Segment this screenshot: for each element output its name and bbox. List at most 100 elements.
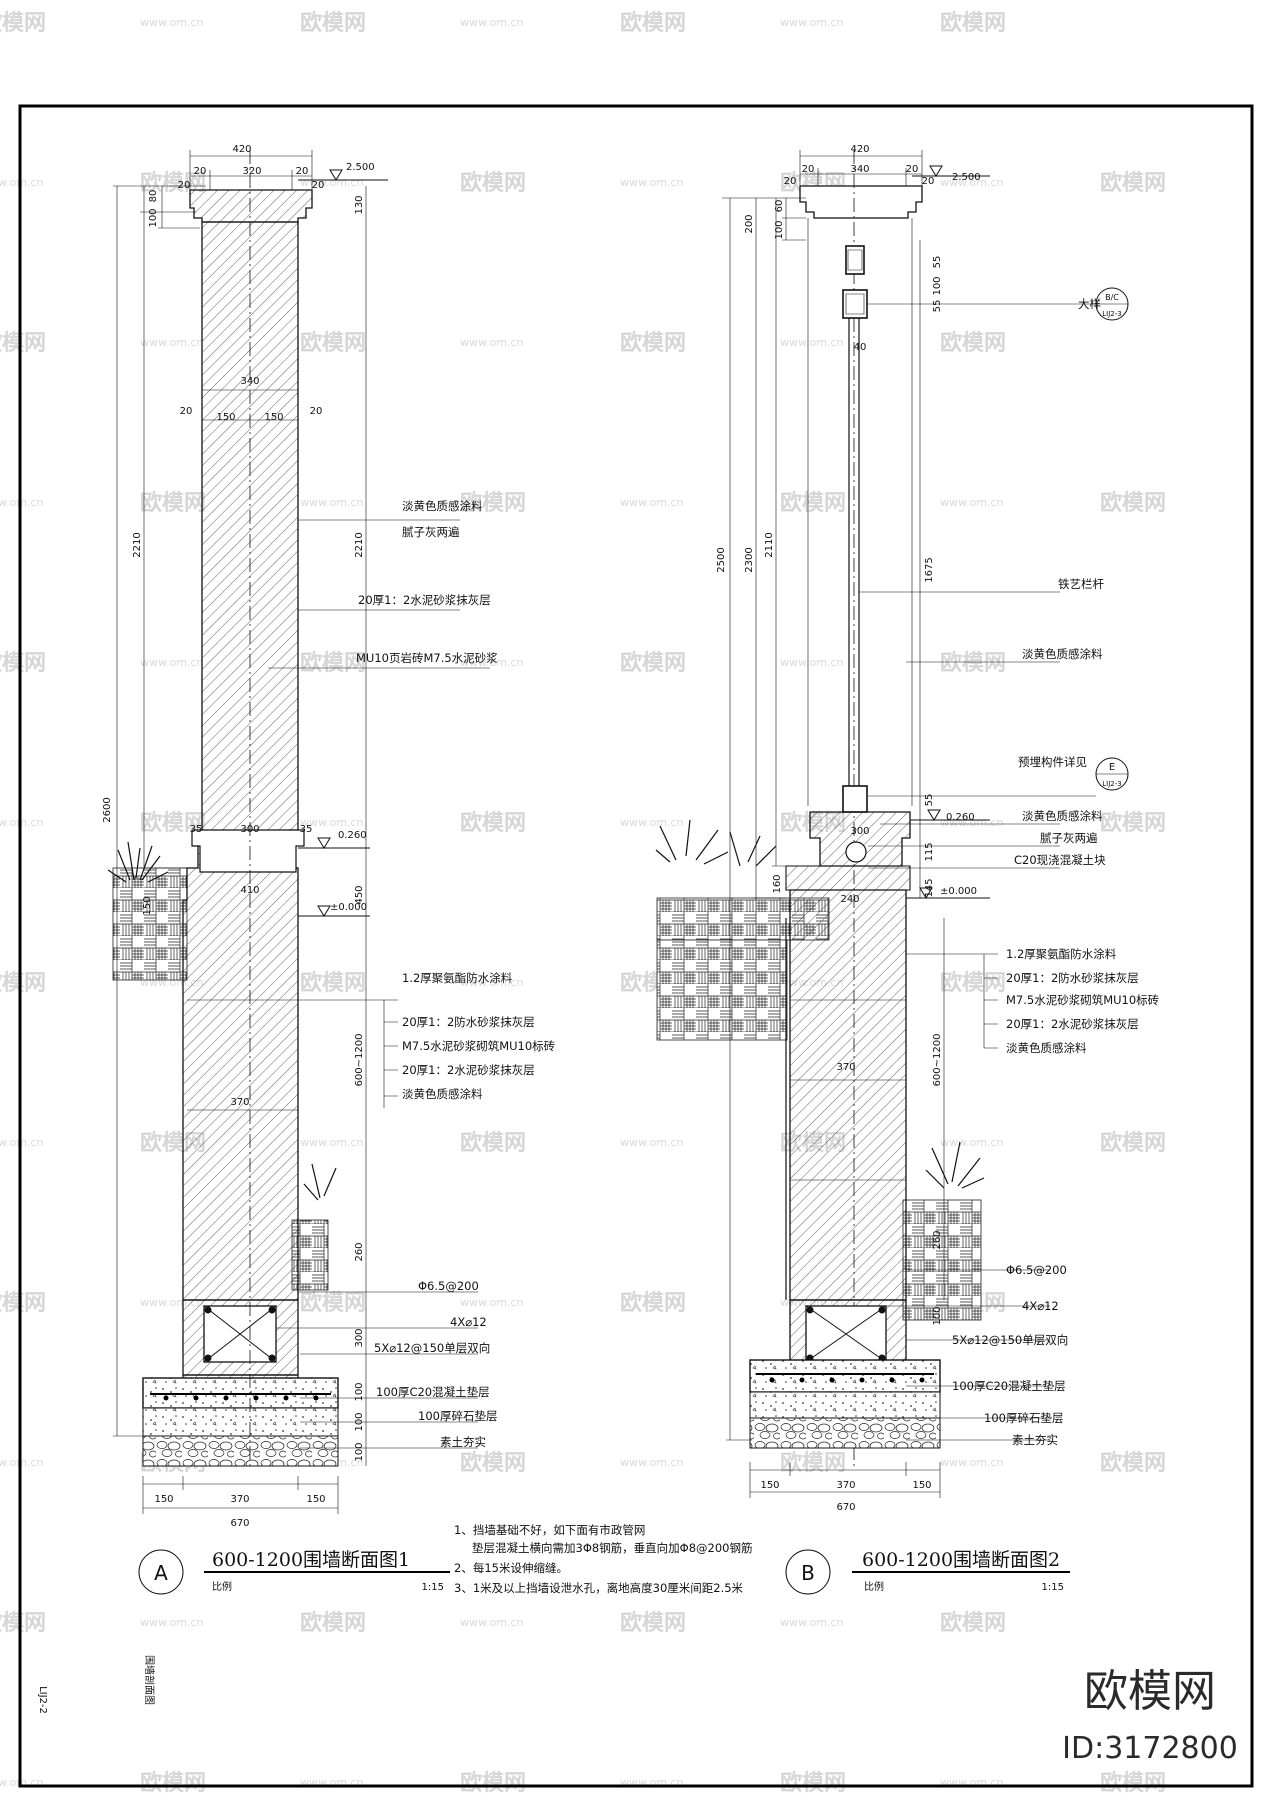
dim-b-right: 600~1200 [932, 1034, 943, 1087]
watermark-url: www.om.cn [460, 656, 523, 669]
label-b-found: 100厚碎石垫层 [984, 1411, 1063, 1425]
label-b-found: Φ6.5@200 [1006, 1263, 1067, 1277]
dim-a-right: 600~1200 [354, 1034, 365, 1087]
section-b-drawing [655, 150, 1129, 1595]
dim-a-mid: 150 [142, 896, 153, 915]
dim-a-mid: 340 [240, 376, 259, 387]
watermark-logo: 欧模网 [460, 170, 526, 196]
watermark-logo: 欧模网 [620, 1290, 686, 1316]
dim-b-side: 2300 [744, 547, 755, 572]
dim-b-mid: 1675 [924, 557, 935, 582]
sheet-label: LIJ2-2 围墙剖面图 [37, 1655, 156, 1714]
watermark-url: www.om.cn [300, 1136, 363, 1149]
dim-b-mid: 55 [932, 300, 943, 313]
section-a-drawing [107, 150, 490, 1595]
watermark-url: www.om.cn [780, 656, 843, 669]
watermark-logo: 欧模网 [300, 650, 366, 676]
dim-a-mid: 300 [240, 824, 259, 835]
watermark-logo: 欧模网 [300, 1610, 366, 1636]
dim-a-mid: 35 [190, 824, 203, 835]
dim-b-mid: 160 [772, 874, 783, 893]
dim-a-mid: 410 [240, 885, 259, 896]
sheet-code: LIJ2-2 [37, 1686, 48, 1714]
dim-b-mid: 100 [932, 1306, 943, 1325]
watermark-url: www.om.cn [780, 16, 843, 29]
label-b-lower: M7.5水泥砂浆砌筑MU10标砖 [1006, 993, 1160, 1007]
watermark-logo: 欧模网 [300, 10, 366, 36]
dim-b-mid: 145 [924, 878, 935, 897]
dim-a-mid: 370 [230, 1097, 249, 1108]
dim-a-mid: 150 [264, 412, 283, 423]
dim-b-mid: 100 [932, 276, 943, 295]
watermark-logo: 欧模网 [460, 810, 526, 836]
dim-a-mid: 300 [354, 1328, 365, 1347]
dim-b-bottom: 670 [836, 1502, 855, 1513]
dim-a-mid: 100 [354, 1442, 365, 1461]
dim-b-mid: 240 [840, 894, 859, 905]
watermark-logo: 欧模网 [0, 970, 46, 996]
label-b-found: 4X⌀12 [1022, 1299, 1059, 1313]
watermark-url: www.om.cn [460, 16, 523, 29]
label-b-cap: C20现浇混凝土块 [1014, 853, 1106, 867]
note-1b: 垫层混凝土横向需加3Φ8钢筋，垂直向加Φ8@200钢筋 [472, 1541, 753, 1555]
dim-b-mid: 115 [924, 842, 935, 861]
label-b-cap: 腻子灰两遍 [1040, 831, 1098, 845]
label-b-cap: 淡黄色质感涂料 [1022, 809, 1103, 823]
watermark-logo: 欧模网 [1100, 1770, 1166, 1796]
callout-b-embed-top: E [1109, 762, 1115, 773]
watermark-logo: 欧模网 [1100, 1130, 1166, 1156]
dim-b-mid: 300 [850, 826, 869, 837]
dim-b-mid: 260 [932, 1230, 943, 1249]
watermark-logo: 欧模网 [620, 330, 686, 356]
dim-b-side: 100 [774, 220, 785, 239]
watermark-logo: 欧模网 [0, 1610, 46, 1636]
label-a-lower: 20厚1：2防水砂浆抹灰层 [402, 1015, 535, 1029]
watermark-url: www.om.cn [0, 1136, 43, 1149]
watermark-url: www.om.cn [300, 816, 363, 829]
watermark-logo: 欧模网 [460, 490, 526, 516]
watermark-url: www.om.cn [300, 176, 363, 189]
watermark-url: www.om.cn [0, 176, 43, 189]
dim-a-side: 2210 [132, 532, 143, 557]
watermark-logo: 欧模网 [300, 330, 366, 356]
label-b-upper: 铁艺栏杆 [1058, 577, 1104, 591]
dim-a-mid: 100 [354, 1412, 365, 1431]
dim-b-mid: 40 [854, 342, 867, 353]
watermark-logo: 欧模网 [940, 10, 1006, 36]
dim-a-mid: 260 [354, 1242, 365, 1261]
watermark-logo: 欧模网 [780, 1770, 846, 1796]
watermark-url: www.om.cn [780, 336, 843, 349]
sheet-border [18, 104, 1254, 1788]
label-a-found: 素土夯实 [440, 1435, 486, 1449]
watermark-url: www.om.cn [940, 1136, 1003, 1149]
dim-b-bottom: 150 [760, 1480, 779, 1491]
dim-b-mid: 55 [932, 256, 943, 269]
dim-b-side: 200 [744, 214, 755, 233]
callout-b-detail-bottom: LIJ2-3 [1102, 310, 1121, 318]
dim-a-mid: 450 [354, 885, 365, 904]
watermark-logo: 欧模网 [460, 1770, 526, 1796]
dim-a-bottom: 150 [154, 1494, 173, 1505]
watermark-url: www.om.cn [460, 976, 523, 989]
label-a-upper: 淡黄色质感涂料 [402, 499, 483, 513]
label-b-upper: 淡黄色质感涂料 [1022, 647, 1103, 661]
watermark-logo: 欧模网 [620, 10, 686, 36]
label-a-found: 5X⌀12@150单层双向 [374, 1341, 490, 1355]
dim-b-top: 20 [906, 164, 919, 175]
watermark-logo: 欧模网 [460, 1130, 526, 1156]
dim-a-side: 2600 [102, 797, 113, 822]
dim-b-mid: 370 [836, 1062, 855, 1073]
watermark-url: www.om.cn [460, 1616, 523, 1629]
dim-a-mid: 150 [216, 412, 235, 423]
label-b-lower: 20厚1：2水泥砂浆抹灰层 [1006, 1017, 1139, 1031]
watermark-logo: 欧模网 [140, 490, 206, 516]
section-b-scale: 1:15 [1042, 1582, 1064, 1593]
section-a-circle: A [154, 1561, 168, 1585]
dim-b-side: 2110 [764, 532, 775, 557]
watermark-logo: 欧模网 [620, 650, 686, 676]
watermark-logo: 欧模网 [300, 970, 366, 996]
dim-b-top-total: 420 [850, 144, 869, 155]
section-a-title: 600-1200围墙断面图1 [212, 1549, 410, 1571]
dim-a-bottom: 370 [230, 1494, 249, 1505]
dim-a-top: 20 [178, 180, 191, 191]
